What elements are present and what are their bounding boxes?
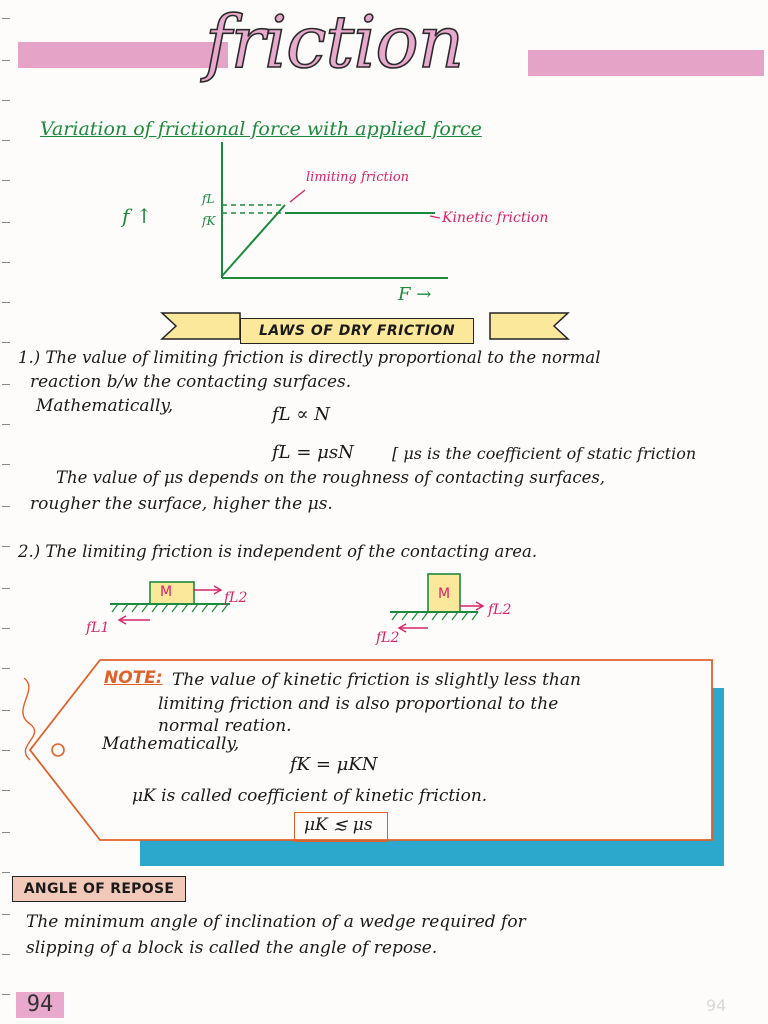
notebook-spine bbox=[0, 0, 14, 1024]
friction-graph bbox=[221, 142, 448, 279]
equation-fL-note: [ μs is the coefficient of static fricti… bbox=[392, 444, 697, 463]
title-band-left bbox=[18, 42, 228, 68]
note-boxed-inequality: μK ≲ μs bbox=[304, 815, 373, 835]
note-line4: Mathematically, bbox=[102, 734, 240, 754]
page-title: friction bbox=[204, 0, 465, 85]
note-line5: μK is called coefficient of kinetic fric… bbox=[132, 786, 488, 806]
graph-tick-fK: fK bbox=[202, 214, 216, 228]
graph-heading: Variation of frictional force with appli… bbox=[40, 118, 482, 140]
law1-line1: 1.) The value of limiting friction is di… bbox=[18, 348, 601, 367]
equation-proportional: fL ∝ N bbox=[272, 404, 330, 425]
law1-line2: reaction b/w the contacting surfaces. bbox=[30, 372, 352, 392]
repose-line2: slipping of a block is called the angle … bbox=[26, 938, 438, 958]
laws-banner-ribbon bbox=[160, 312, 570, 340]
label-kinetic-friction: Kinetic friction bbox=[442, 210, 549, 226]
block-left-label: M bbox=[160, 584, 173, 600]
repose-heading: ANGLE OF REPOSE bbox=[12, 876, 186, 902]
graph-rising-line bbox=[221, 204, 286, 277]
law1-line5: rougher the surface, higher the μs. bbox=[30, 494, 333, 514]
law2-line: 2.) The limiting friction is independent… bbox=[18, 542, 538, 561]
graph-tick-fL: fL bbox=[202, 192, 215, 206]
repose-line1: The minimum angle of inclination of a we… bbox=[26, 912, 526, 932]
left-fig-force-left: fL1 bbox=[86, 620, 110, 636]
block-right bbox=[427, 573, 461, 613]
law1-line3: Mathematically, bbox=[36, 396, 174, 416]
right-fig-force-left: fL2 bbox=[376, 630, 400, 646]
right-fig-force-right: fL2 bbox=[488, 602, 512, 618]
note-equation: fK = μKN bbox=[290, 754, 378, 775]
kinetic-pointer-arrow bbox=[429, 215, 441, 219]
graph-y-label: f ↑ bbox=[122, 204, 153, 228]
graph-x-label: F → bbox=[398, 284, 432, 305]
page-number: 94 bbox=[16, 992, 64, 1018]
note-tag-outline bbox=[22, 659, 713, 841]
note-label: NOTE: bbox=[104, 668, 163, 688]
block-diagram-right bbox=[390, 573, 485, 633]
note-line2: limiting friction and is also proportion… bbox=[158, 694, 559, 714]
note-line1: The value of kinetic friction is slightl… bbox=[172, 670, 581, 690]
laws-banner: LAWS OF DRY FRICTION bbox=[240, 318, 474, 344]
title-band-right bbox=[528, 50, 764, 76]
note-tag-string bbox=[22, 677, 36, 761]
note-tag-hole bbox=[51, 743, 65, 757]
equation-fL: fL = μsN bbox=[272, 442, 354, 463]
limiting-pointer-arrow bbox=[289, 189, 306, 203]
note-boxed-inequality-frame bbox=[294, 812, 388, 842]
law1-line4: The value of μs depends on the roughness… bbox=[56, 468, 606, 487]
block-right-label: M bbox=[438, 586, 451, 602]
note-line3: normal reation. bbox=[158, 716, 292, 736]
block-diagram-left bbox=[110, 581, 230, 625]
label-limiting-friction: limiting friction bbox=[306, 170, 410, 185]
faint-page-number: 94 bbox=[706, 996, 727, 1015]
left-fig-force-right: fL2 bbox=[224, 590, 248, 606]
